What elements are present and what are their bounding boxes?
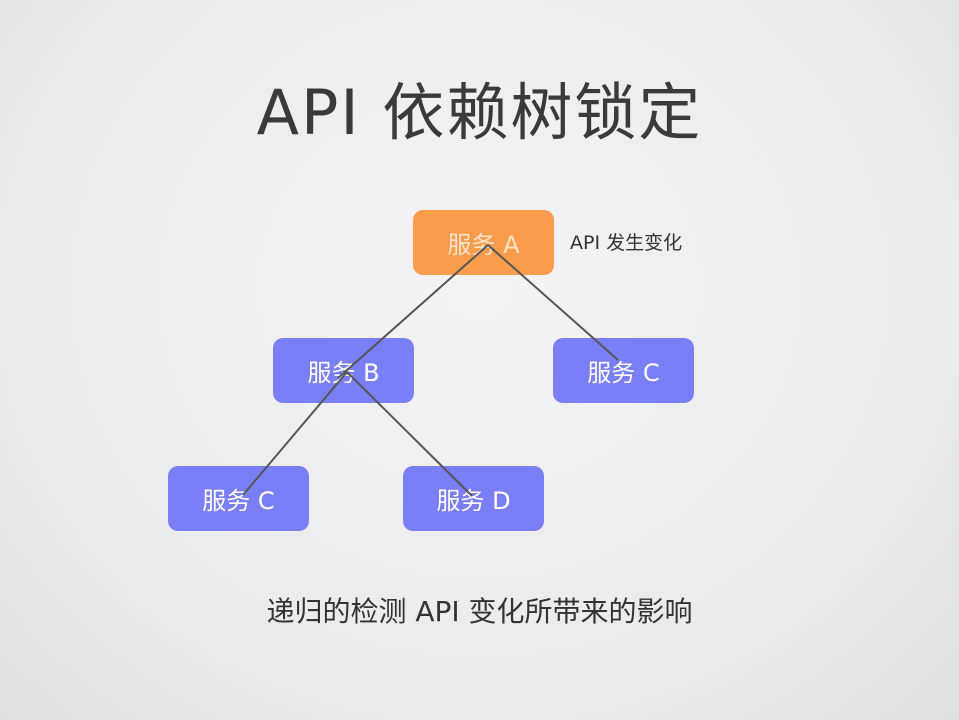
api-change-note: API 发生变化 [570, 232, 683, 254]
slide-caption: 递归的检测 API 变化所带来的影响 [266, 595, 693, 628]
node-service-a: 服务 A [413, 210, 554, 275]
node-service-c-left: 服务 C [168, 466, 309, 531]
node-service-c-right: 服务 C [553, 338, 694, 403]
edge-b-d [346, 371, 473, 497]
node-service-d: 服务 D [403, 466, 544, 531]
edge-a-c [487, 244, 619, 361]
node-service-b: 服务 B [273, 338, 414, 403]
edge-a-b [337, 244, 489, 379]
slide-title: API 依赖树锁定 [256, 76, 703, 149]
edge-b-c [242, 371, 348, 496]
